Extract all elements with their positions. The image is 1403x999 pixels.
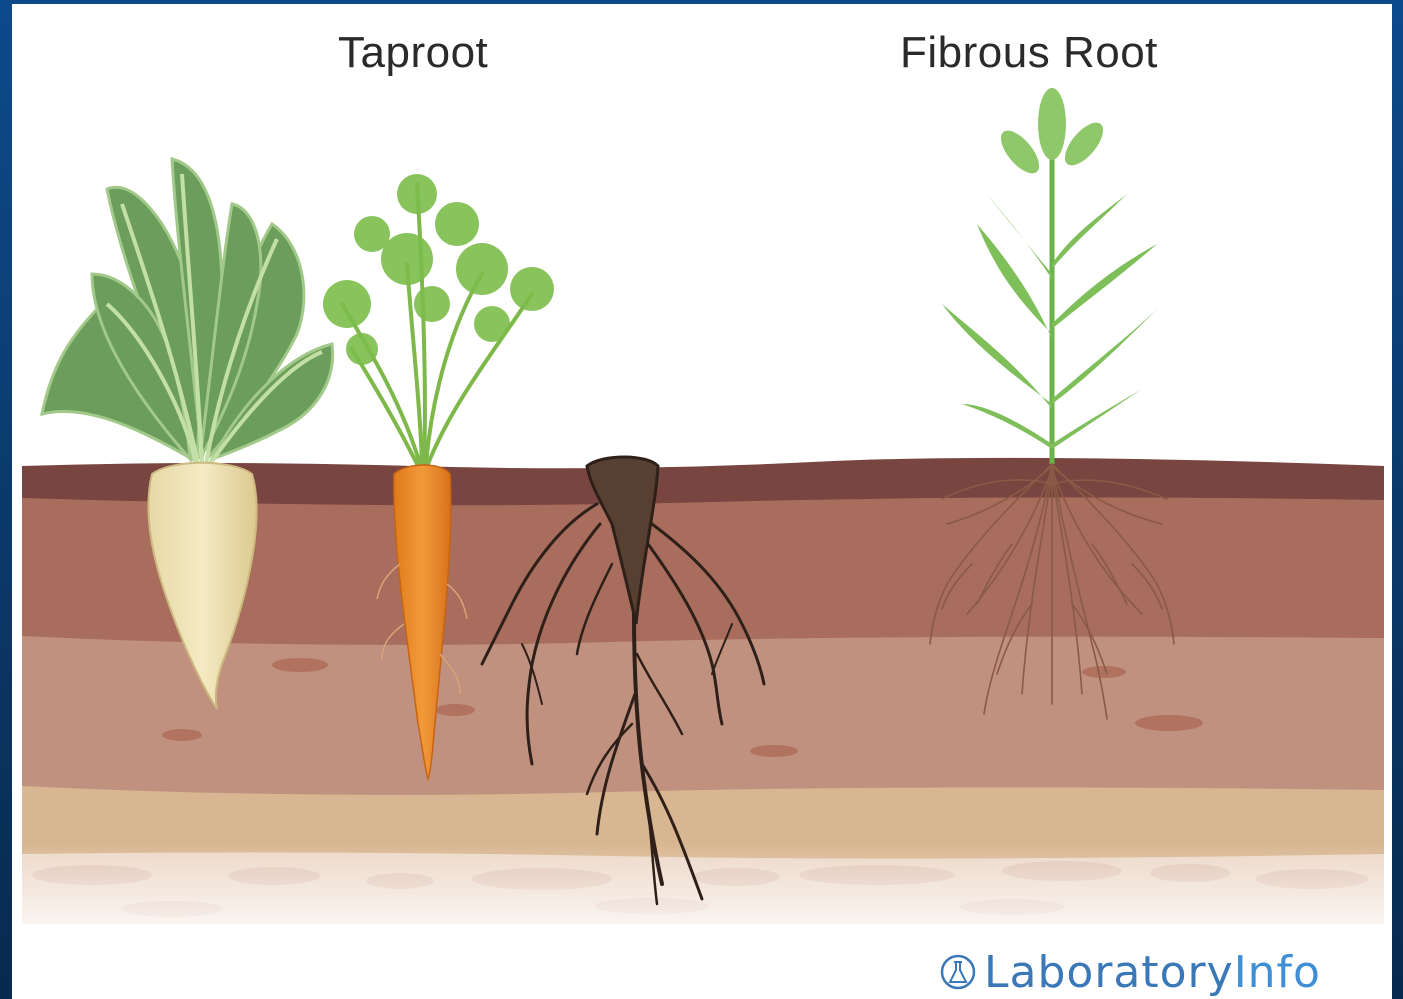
logo-text: LaboratoryInfo bbox=[984, 947, 1321, 998]
fibrous-root-label: Fibrous Root bbox=[900, 28, 1158, 78]
logo-brand: Laboratory bbox=[984, 947, 1234, 998]
diagram-panel: Taproot Fibrous Root LaboratoryInfo bbox=[12, 4, 1392, 999]
grass-plant bbox=[942, 88, 1162, 464]
root-types-illustration bbox=[12, 4, 1392, 999]
taproot-label: Taproot bbox=[338, 28, 488, 78]
logo-suffix: Info bbox=[1234, 947, 1321, 998]
flask-icon bbox=[938, 952, 978, 992]
carrot-foliage bbox=[323, 174, 554, 365]
laboratoryinfo-logo: LaboratoryInfo bbox=[938, 946, 1321, 998]
